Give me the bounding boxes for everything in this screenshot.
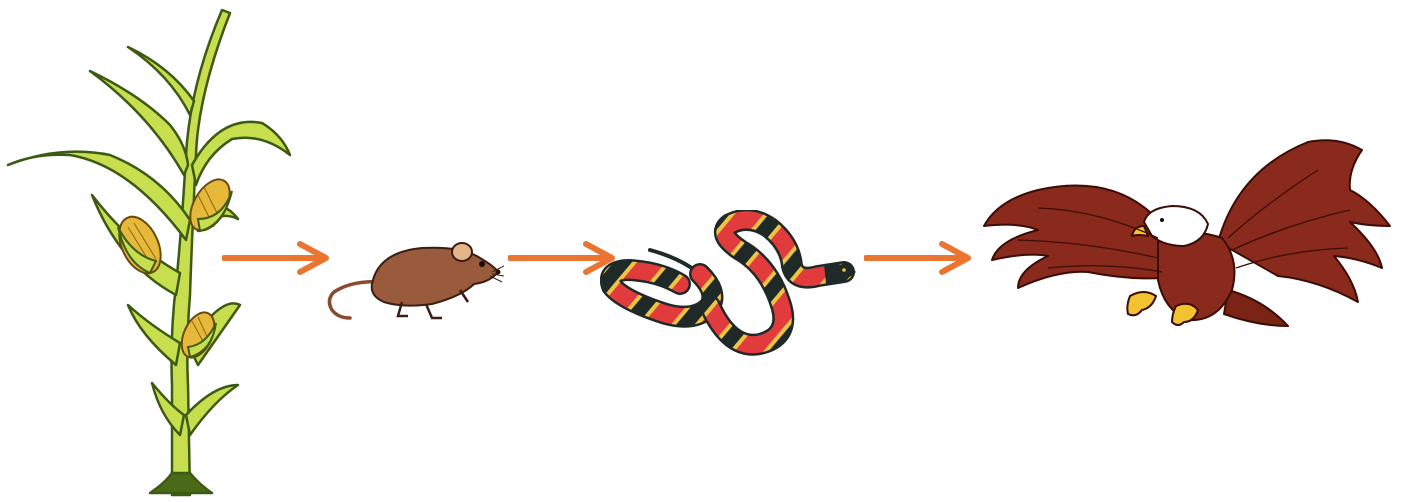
bald-eagle-icon [978,130,1398,340]
arrow-corn-to-mouse [222,240,332,276]
coral-snake-icon [600,210,860,358]
mouse-icon [322,232,504,324]
arrow-snake-to-eagle [864,240,974,276]
